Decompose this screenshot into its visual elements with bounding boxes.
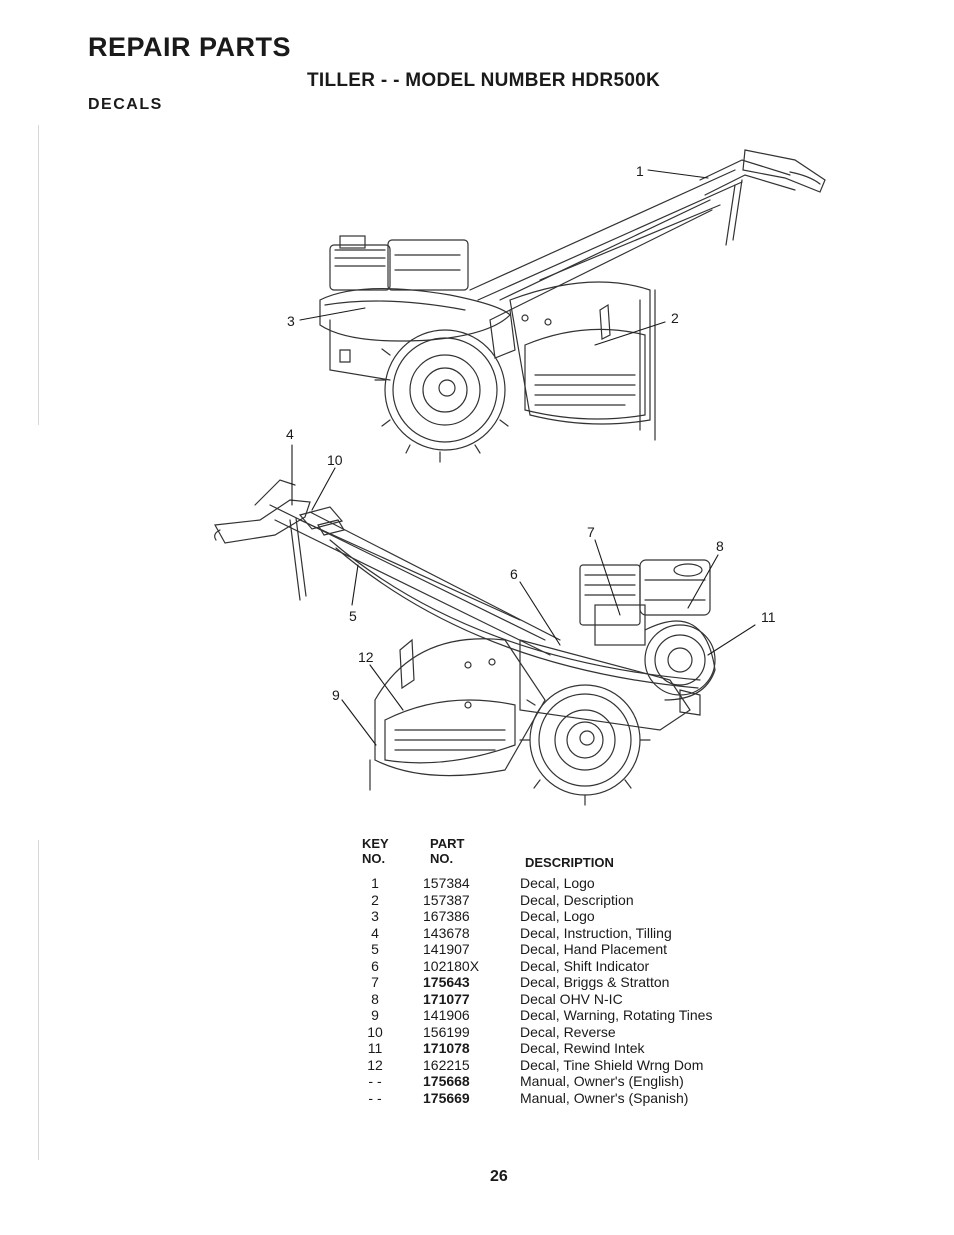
part-description: Decal, Warning, Rotating Tines (520, 1007, 713, 1023)
header-text: PART (430, 836, 465, 851)
part-number: 175669 (423, 1089, 470, 1106)
callout-label: 3 (287, 313, 295, 329)
key-number: 2 (371, 891, 379, 908)
table-row: 2 157387 Decal, Description (360, 892, 760, 909)
key-number: 7 (371, 974, 379, 990)
part-number: 157384 (423, 875, 470, 891)
key-number: - - (368, 1073, 382, 1089)
page-edge-mark (38, 840, 39, 1160)
table-row: - - 175668 Manual, Owner's (English) (360, 1073, 760, 1090)
part-description: Decal OHV N-IC (520, 990, 623, 1007)
part-number: 171077 (423, 990, 470, 1007)
callout-label: 4 (286, 426, 294, 442)
table-row: 3 167386 Decal, Logo (360, 908, 760, 925)
upper-tiller-drawing (319, 149, 826, 463)
part-no-header: PART NO. (430, 836, 464, 866)
key-number: 9 (371, 1007, 379, 1023)
key-number: 11 (367, 1040, 383, 1056)
part-number: 167386 (423, 908, 470, 924)
callout-label: 6 (510, 566, 518, 582)
callout-label: 7 (587, 524, 595, 540)
callout-label: 5 (349, 608, 357, 624)
callout-label: 8 (716, 538, 724, 554)
callout-label: 11 (761, 609, 776, 625)
key-number: 4 (371, 924, 379, 941)
page-title: REPAIR PARTS (88, 32, 292, 62)
callout-label: 10 (327, 452, 343, 468)
table-row: 1 157384 Decal, Logo (360, 875, 760, 892)
table-row: - - 175669 Manual, Owner's (Spanish) (360, 1090, 760, 1107)
key-number: 8 (371, 990, 379, 1007)
key-number: 12 (367, 1056, 383, 1073)
callout-label: 12 (358, 649, 374, 665)
part-description: Manual, Owner's (English) (520, 1073, 684, 1089)
table-row: 5 141907 Decal, Hand Placement (360, 941, 760, 958)
header-text: NO. (430, 851, 454, 866)
table-row: 10 156199 Decal, Reverse (360, 1024, 760, 1041)
tiller-decal-diagram: 1 2 3 4 10 7 8 6 11 5 12 9 (214, 149, 826, 806)
key-number: - - (368, 1089, 382, 1106)
table-row: 12 162215 Decal, Tine Shield Wrng Dom (360, 1057, 760, 1074)
part-description: Decal, Description (520, 891, 634, 908)
callout-label: 9 (332, 687, 340, 703)
part-description: Decal, Hand Placement (520, 941, 668, 957)
table-row: 8 171077 Decal OHV N-IC (360, 991, 760, 1008)
section-heading: DECALS (88, 96, 163, 113)
table-row: 6 102180X Decal, Shift Indicator (360, 958, 760, 975)
key-number: 1 (371, 875, 379, 891)
part-number: 175643 (423, 974, 470, 990)
part-number: 175668 (423, 1073, 470, 1089)
table-row: 9 141906 Decal, Warning, Rotating Tines (360, 1007, 760, 1024)
model-subtitle: TILLER - - MODEL NUMBER HDR500K (307, 70, 661, 91)
part-description: Decal, Tine Shield Wrng Dom (520, 1056, 704, 1073)
part-number: 143678 (423, 924, 470, 941)
callout-label: 1 (636, 163, 644, 179)
page-edge-mark (38, 125, 39, 425)
page-number: 26 (490, 1168, 508, 1185)
callout-leaders (291, 169, 756, 746)
lower-tiller-drawing (214, 479, 716, 806)
part-number: 102180X (423, 957, 480, 974)
table-row: 11 171078 Decal, Rewind Intek (360, 1040, 760, 1057)
callout-label: 2 (671, 310, 679, 326)
key-number: 3 (371, 908, 379, 924)
part-number: 162215 (423, 1056, 470, 1073)
part-description: Decal, Logo (520, 875, 595, 891)
part-description: Decal, Logo (520, 908, 595, 924)
part-number: 171078 (423, 1040, 470, 1056)
key-number: 5 (371, 941, 379, 957)
part-description: Decal, Reverse (520, 1023, 616, 1040)
part-description: Decal, Rewind Intek (520, 1040, 645, 1056)
part-number: 156199 (423, 1023, 470, 1040)
header-text: KEY (362, 836, 389, 851)
part-description: Decal, Shift Indicator (520, 957, 650, 974)
part-number: 141906 (423, 1007, 470, 1023)
description-header: DESCRIPTION (525, 855, 614, 870)
key-no-header: KEY NO. (362, 836, 389, 866)
part-description: Manual, Owner's (Spanish) (520, 1089, 689, 1106)
part-number: 157387 (423, 891, 470, 908)
table-row: 7 175643 Decal, Briggs & Stratton (360, 974, 760, 991)
header-text: NO. (362, 851, 386, 866)
key-number: 10 (367, 1023, 383, 1040)
part-description: Decal, Instruction, Tilling (520, 924, 672, 941)
part-description: Decal, Briggs & Stratton (520, 974, 670, 990)
table-row: 4 143678 Decal, Instruction, Tilling (360, 925, 760, 942)
part-number: 141907 (423, 941, 470, 957)
key-number: 6 (371, 957, 379, 974)
